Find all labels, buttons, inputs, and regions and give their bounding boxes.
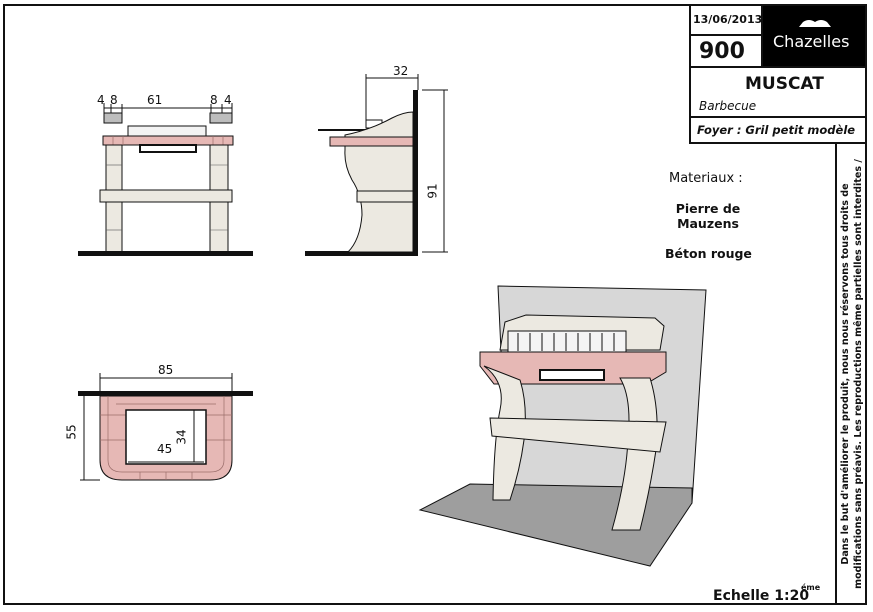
hearth-box: Foyer : Gril petit modèle [689,116,867,144]
dim-opening-depth: 34 [174,429,189,445]
disclaimer-box: Dans le but d'améliorer le produit, nous… [835,142,867,605]
date-label: 13/06/2013 [693,13,763,26]
dim-front-1: 4 [97,93,105,107]
brand-logo: Chazelles [761,4,867,68]
materials-heading: Materiaux : [669,171,743,186]
product-type: Barbecue [699,99,757,113]
dim-plan-depth: 55 [64,424,79,440]
dim-plan-width: 85 [158,363,174,377]
brand-name: Chazelles [773,32,850,51]
dim-side-height: 91 [425,183,440,199]
material-concrete: Béton rouge [665,246,752,261]
dim-front-3: 61 [147,93,163,107]
dim-side-depth: 32 [393,64,409,78]
chef-hat-icon [799,20,831,27]
model-number: 900 [699,39,745,64]
dim-front-5: 4 [224,93,232,107]
dim-front-2: 8 [110,93,118,107]
model-name: MUSCAT [745,74,824,94]
scale-superscript: éme [801,583,821,592]
dim-front-4: 8 [210,93,218,107]
dim-opening-width: 45 [157,442,173,456]
material-stone: Pierre de Mauzens [675,201,741,231]
hearth-label: Foyer : Gril petit modèle [697,123,856,137]
scale-label: Echelle 1:20 [713,588,810,604]
